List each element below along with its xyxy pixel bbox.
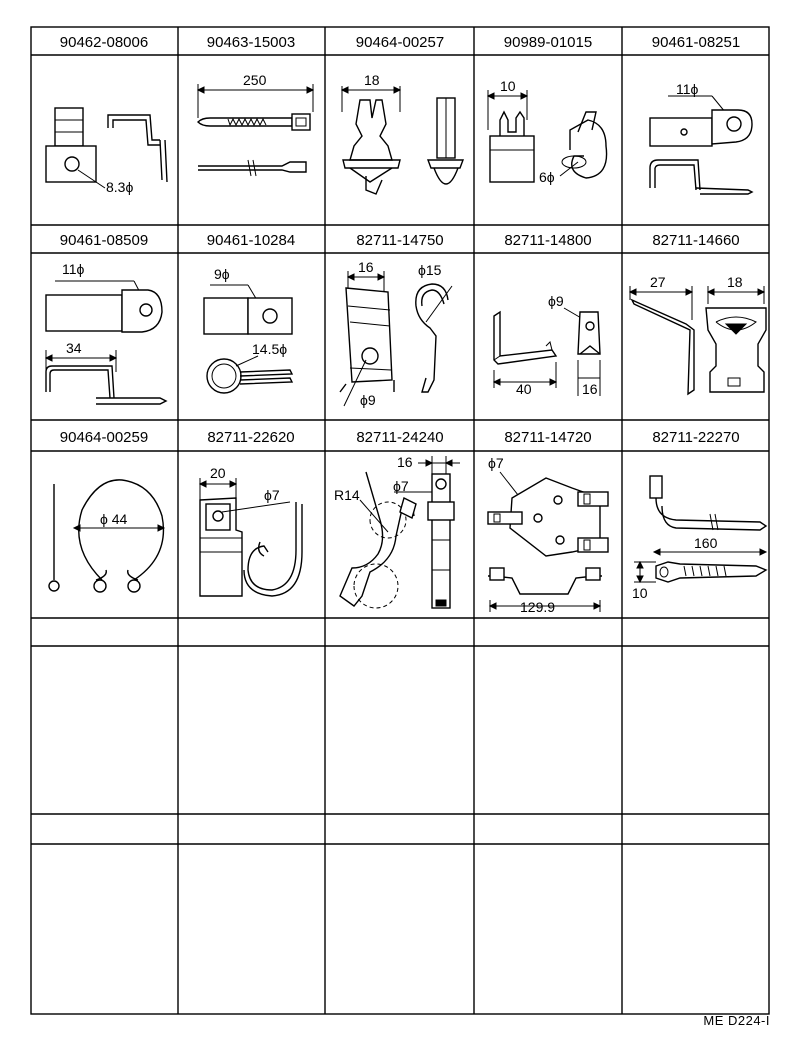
table-grid [30, 26, 770, 1015]
dimension-label: 40 [516, 381, 532, 397]
part-number: 90461-10284 [207, 232, 295, 249]
dual-clip-drawing: R14 ϕ7 16 [334, 454, 460, 609]
table-border [30, 26, 770, 1015]
dimension-label: ϕ 44 [100, 511, 128, 527]
dimension-label: R14 [334, 487, 360, 503]
dimension-label: 16 [397, 454, 413, 470]
dimension-label: ϕ9 [548, 293, 564, 309]
part-number: 82711-14660 [652, 232, 739, 249]
dimension-label: 16 [582, 381, 598, 397]
push-clip-drawing: 18 [340, 72, 465, 195]
dimension-label: 34 [66, 340, 82, 356]
cable-tie-drawing: 160 10 [632, 475, 768, 601]
dimension-label: ϕ7 [393, 478, 409, 494]
dimension-label: 18 [364, 72, 380, 88]
dimension-label: ϕ7 [264, 487, 280, 503]
part-number: 90461-08509 [60, 232, 148, 249]
part-number: 82711-14750 [356, 232, 443, 249]
dimension-label: 250 [243, 72, 267, 88]
part-number: 90461-08251 [652, 34, 740, 51]
dimension-label: 129.9 [520, 599, 555, 615]
dimension-label: 11ϕ [62, 261, 85, 277]
dimension-label: 27 [650, 274, 666, 290]
clamp-drawing: 8.3ϕ [45, 107, 168, 195]
dimension-label: 18 [727, 274, 743, 290]
dimension-label: ϕ9 [360, 392, 376, 408]
dimension-label: 10 [632, 585, 648, 601]
clamp-drawing: 11ϕ [649, 81, 754, 195]
dimension-label: 6ϕ [539, 169, 555, 185]
ring-clip-drawing: ϕ 44 [48, 479, 166, 593]
dimension-label: 20 [210, 465, 226, 481]
part-number: 82711-22620 [207, 429, 294, 446]
dimension-label: 8.3ϕ [106, 179, 133, 195]
part-number: 90462-08006 [60, 34, 148, 51]
part-number: 82711-22270 [652, 429, 739, 446]
dimension-label: 14.5ϕ [252, 341, 287, 357]
dimension-label: 160 [694, 535, 718, 551]
part-number: 82711-24240 [356, 429, 443, 446]
wire-clip-drawing: 10 6ϕ [486, 78, 608, 185]
dimension-label: 16 [358, 259, 374, 275]
part-number: 90464-00259 [60, 429, 148, 446]
part-number: 82711-14800 [504, 232, 591, 249]
part-number: 82711-14720 [504, 429, 591, 446]
band-clip-drawing: 16 ϕ9 ϕ15 [339, 259, 453, 408]
hook-clip-drawing: 20 ϕ7 [198, 465, 303, 597]
page-code: ME D224-I [703, 1013, 770, 1028]
bracket-drawing: 40 ϕ9 16 [492, 293, 601, 397]
dimension-label: ϕ15 [418, 262, 442, 278]
dimension-label: 11ϕ [676, 81, 699, 97]
part-number-headers: 90462-08006 90463-15003 90464-00257 9098… [60, 34, 740, 446]
part-number: 90464-00257 [356, 34, 444, 51]
dimension-label: 9ϕ [214, 266, 230, 282]
part-number: 90463-15003 [207, 34, 295, 51]
cable-tie-drawing: 250 [196, 72, 315, 177]
clamp-drawing: 11ϕ 34 [44, 261, 168, 405]
bracket-clip-drawing: ϕ7 129.9 [487, 455, 609, 615]
dimension-label: ϕ7 [488, 455, 504, 471]
dimension-label: 10 [500, 78, 516, 94]
part-number: 90989-01015 [504, 34, 592, 51]
clamp-drawing: 9ϕ 14.5ϕ [203, 266, 294, 394]
panel-clip-drawing: 27 18 [628, 274, 767, 396]
